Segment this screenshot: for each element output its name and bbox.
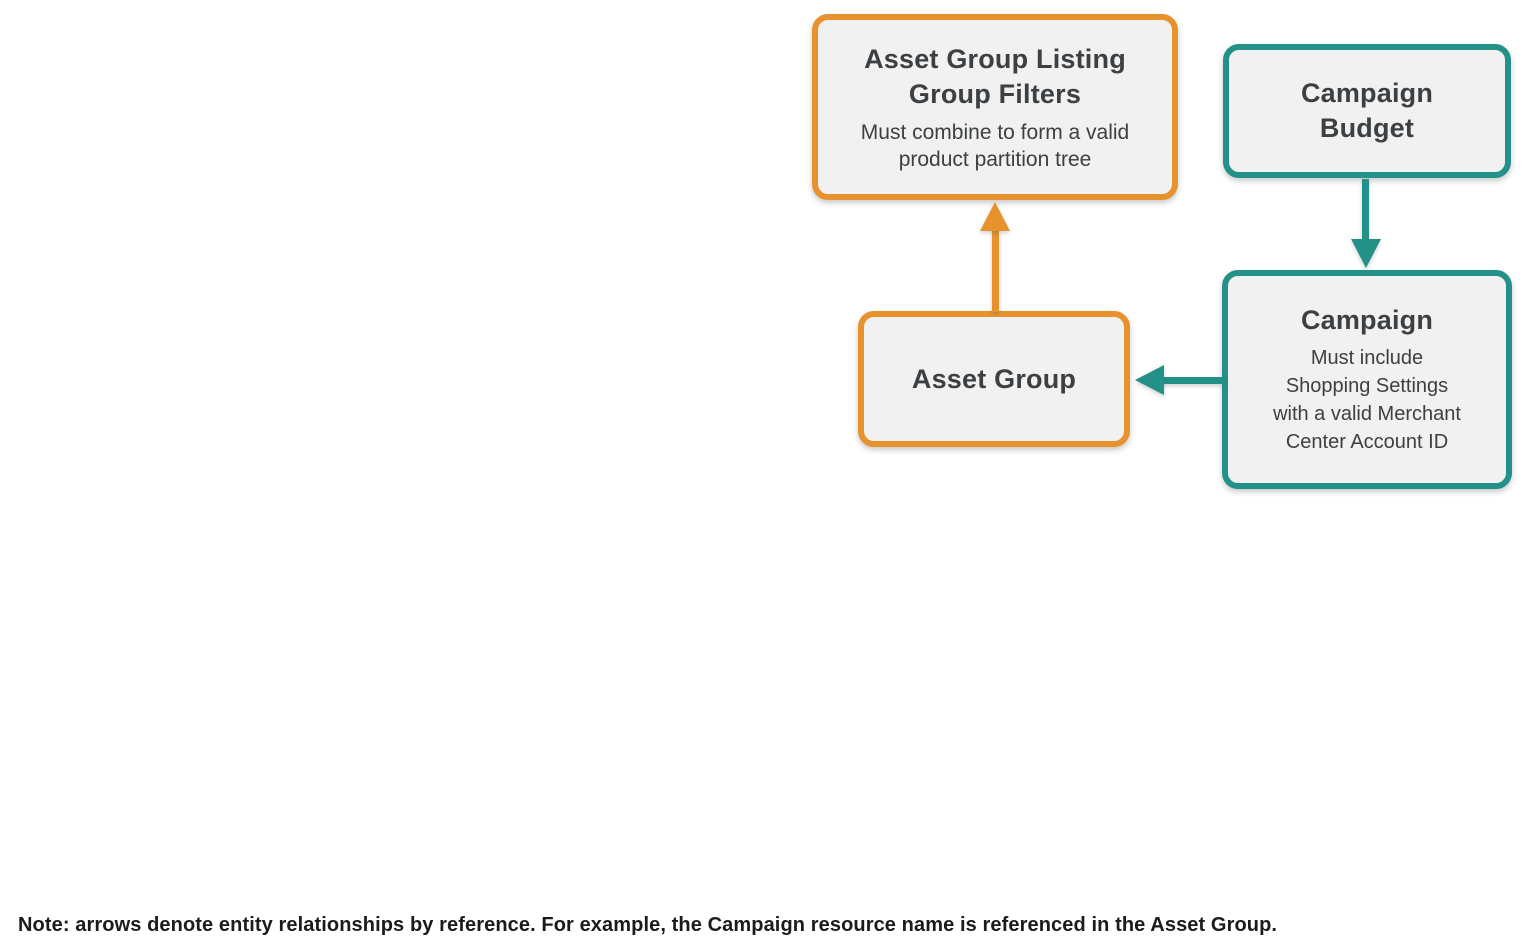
node-campaign: Campaign Must include Shopping Settings … (1222, 270, 1512, 489)
node-asset-group: Asset Group (858, 311, 1130, 447)
footnote: Note: arrows denote entity relationships… (18, 914, 1278, 936)
edge-campaign-budget-to-campaign-arrowhead-icon (1351, 239, 1381, 268)
node-title: Asset Group Listing Group Filters (864, 43, 1126, 109)
edge-campaign-budget-to-campaign-shaft (1362, 179, 1369, 240)
edge-campaign-to-asset-group-shaft (1162, 377, 1223, 384)
node-subtitle: Must include Shopping Settings with a va… (1273, 347, 1461, 453)
node-campaign-budget: Campaign Budget (1223, 44, 1511, 178)
edge-campaign-to-asset-group-arrowhead-icon (1135, 365, 1164, 395)
node-title: Asset Group (911, 363, 1077, 394)
edge-asset-group-to-listing-group-filters-shaft (992, 228, 999, 312)
node-title: Campaign Budget (1300, 78, 1434, 143)
edge-asset-group-to-listing-group-filters-arrowhead-icon (980, 202, 1010, 231)
node-subtitle: Must combine to form a valid product par… (860, 120, 1130, 171)
node-asset-group-listing-group-filters: Asset Group Listing Group Filters Must c… (812, 14, 1178, 200)
node-title: Campaign (1300, 305, 1434, 335)
